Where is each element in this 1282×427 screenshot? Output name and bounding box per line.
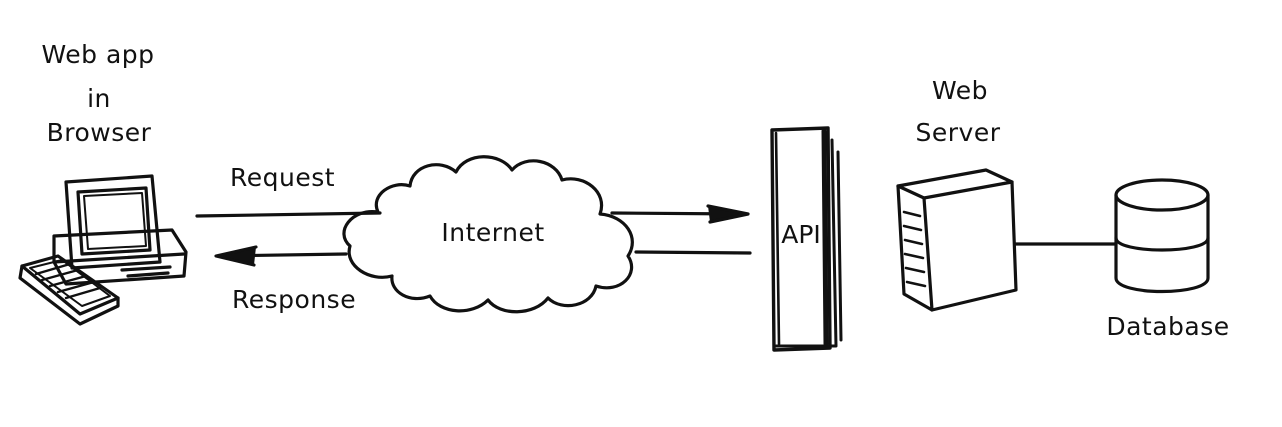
response-label: Response <box>232 285 357 314</box>
api-label: API <box>781 220 821 249</box>
server-icon <box>896 168 1018 312</box>
browser-title-line-3: Browser <box>46 118 152 147</box>
response-arrow <box>214 245 752 267</box>
server-title-line-2: Server <box>915 118 1001 147</box>
database-icon <box>1114 178 1210 294</box>
internet-label: Internet <box>441 218 545 247</box>
internet-cloud-icon <box>342 155 634 314</box>
request-arrow <box>195 204 750 224</box>
request-label: Request <box>230 163 336 192</box>
computer-icon <box>18 174 188 326</box>
api-gateway-icon <box>770 126 843 352</box>
browser-title-line-2: in <box>87 84 111 113</box>
database-label: Database <box>1106 312 1230 341</box>
browser-title-line-1: Web app <box>41 40 155 69</box>
server-title-line-1: Web <box>931 76 989 105</box>
